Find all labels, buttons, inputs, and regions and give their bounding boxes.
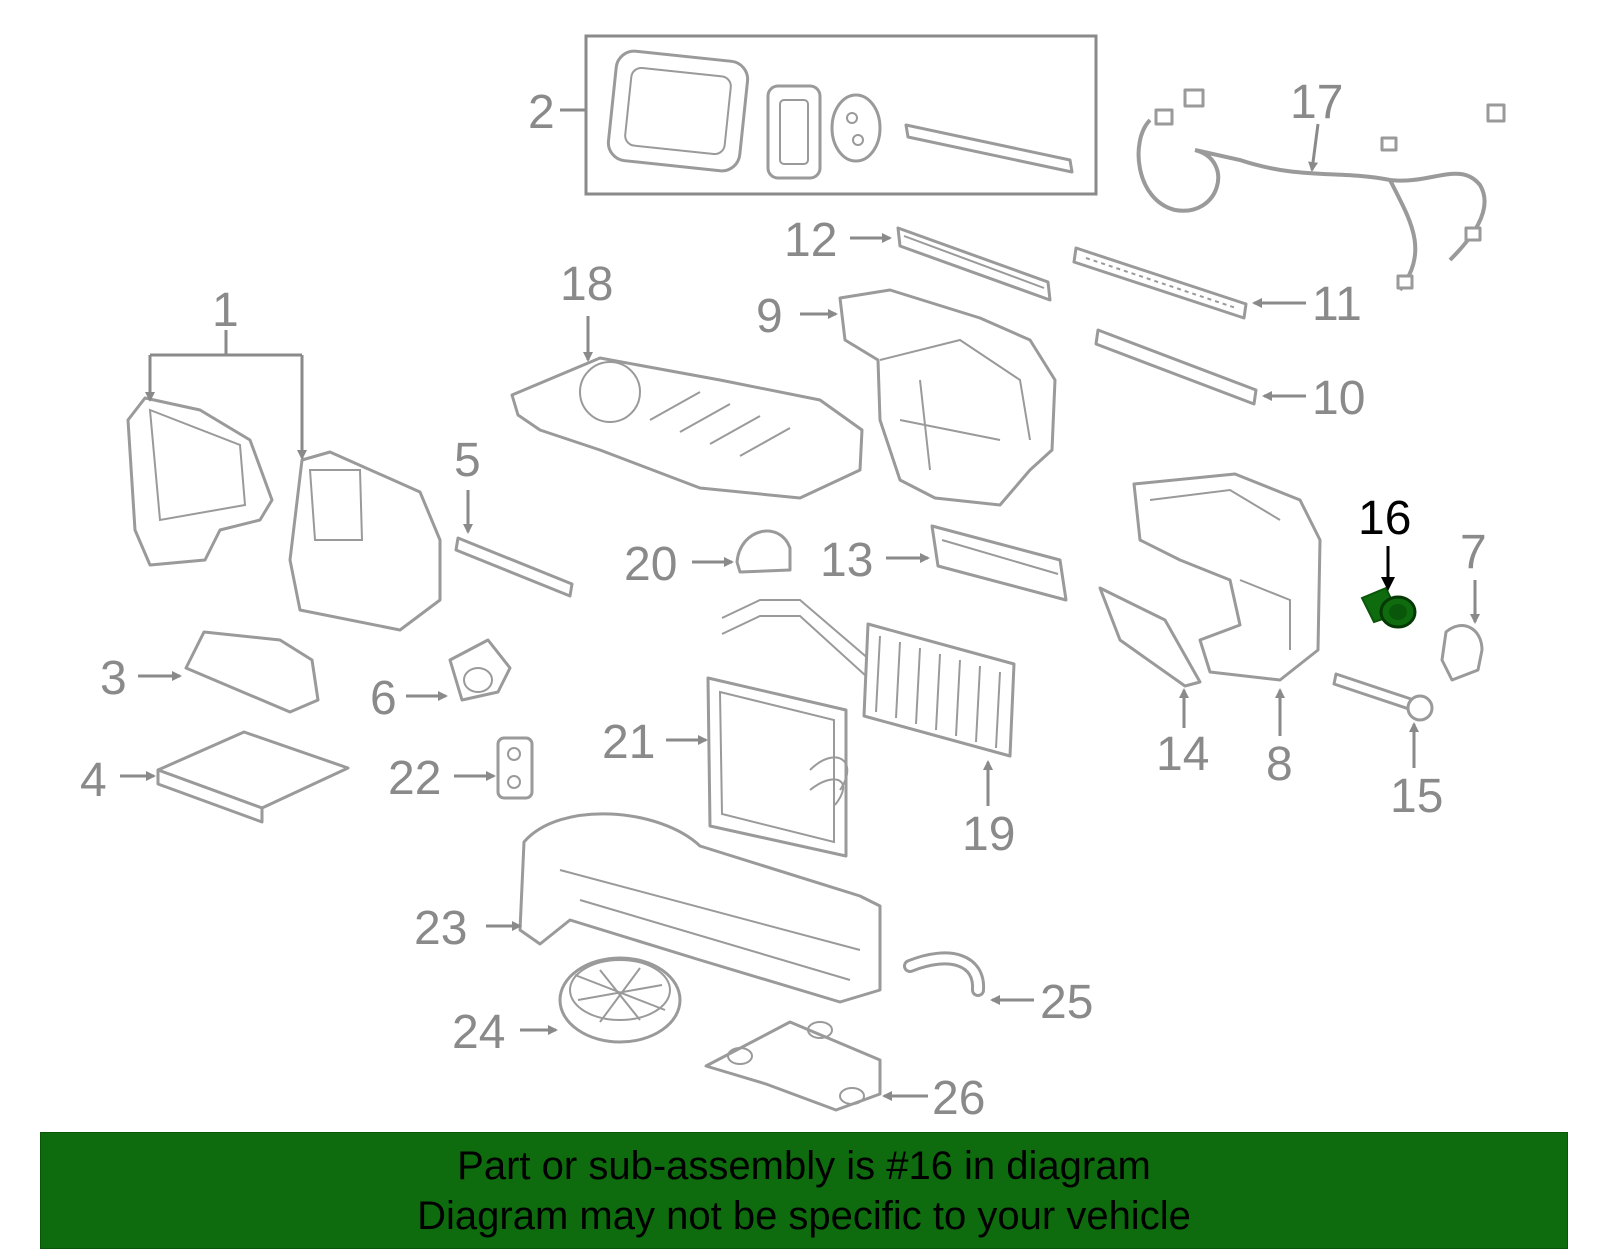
part-18-housing — [510, 356, 864, 500]
part-15 — [1332, 672, 1434, 722]
callout-23: 23 — [414, 902, 467, 955]
callout-24: 24 — [452, 1006, 505, 1059]
part-19-heater-core — [721, 599, 1016, 758]
part-21-evaporator — [706, 676, 849, 858]
info-banner: Part or sub-assembly is #16 in diagram D… — [40, 1132, 1568, 1249]
part-10 — [1094, 328, 1258, 406]
callout-16: 16 — [1358, 492, 1411, 545]
part-13 — [930, 524, 1068, 602]
callout-21: 21 — [602, 716, 655, 769]
callout-1: 1 — [212, 284, 239, 337]
part-24-blower-motor — [558, 956, 682, 1044]
part-16-highlighted-actuator — [1360, 586, 1417, 629]
callout-2: 2 — [528, 86, 555, 139]
part-17-wiring-harness — [1136, 88, 1506, 292]
part-6 — [448, 638, 512, 702]
callout-labels: 2 17 12 11 1 18 9 10 5 16 7 20 13 3 6 14… — [80, 76, 1487, 1125]
callout-12: 12 — [784, 214, 837, 267]
part-11 — [1072, 246, 1248, 320]
callout-8: 8 — [1266, 738, 1293, 791]
part-4-filter — [156, 730, 350, 824]
part-14 — [1098, 586, 1202, 688]
part-2-seal-kit — [584, 34, 1098, 196]
leader-lines — [120, 108, 1480, 1101]
callout-19: 19 — [962, 808, 1015, 861]
callout-4: 4 — [80, 754, 107, 807]
banner-line-part-number: Part or sub-assembly is #16 in diagram — [457, 1143, 1151, 1188]
callout-26: 26 — [932, 1072, 985, 1125]
part-26-bracket — [704, 1020, 882, 1112]
callout-22: 22 — [388, 752, 441, 805]
callout-5: 5 — [454, 434, 481, 487]
callout-20: 20 — [624, 538, 677, 591]
callout-11: 11 — [1312, 278, 1362, 331]
part-23-blower-housing — [518, 812, 882, 1004]
part-8-lower-case — [1132, 472, 1322, 682]
callout-7: 7 — [1460, 526, 1487, 579]
part-7 — [1440, 624, 1484, 682]
callout-13: 13 — [820, 534, 873, 587]
callout-25: 25 — [1040, 976, 1093, 1029]
part-12 — [896, 226, 1052, 302]
part-20 — [735, 529, 792, 574]
part-1-case — [126, 396, 442, 632]
callout-15: 15 — [1390, 770, 1443, 823]
callout-6: 6 — [370, 672, 397, 725]
callout-17: 17 — [1290, 76, 1343, 129]
callout-18: 18 — [560, 258, 613, 311]
callout-3: 3 — [100, 652, 127, 705]
banner-line-disclaimer: Diagram may not be specific to your vehi… — [417, 1193, 1191, 1238]
part-3 — [184, 630, 320, 714]
callout-9: 9 — [756, 290, 783, 343]
callout-10: 10 — [1312, 372, 1365, 425]
part-5 — [454, 536, 574, 598]
part-22-expansion-valve — [496, 736, 534, 800]
callout-14: 14 — [1156, 728, 1209, 781]
part-9-upper-case — [838, 288, 1057, 507]
part-25-drain-hose — [903, 951, 986, 997]
